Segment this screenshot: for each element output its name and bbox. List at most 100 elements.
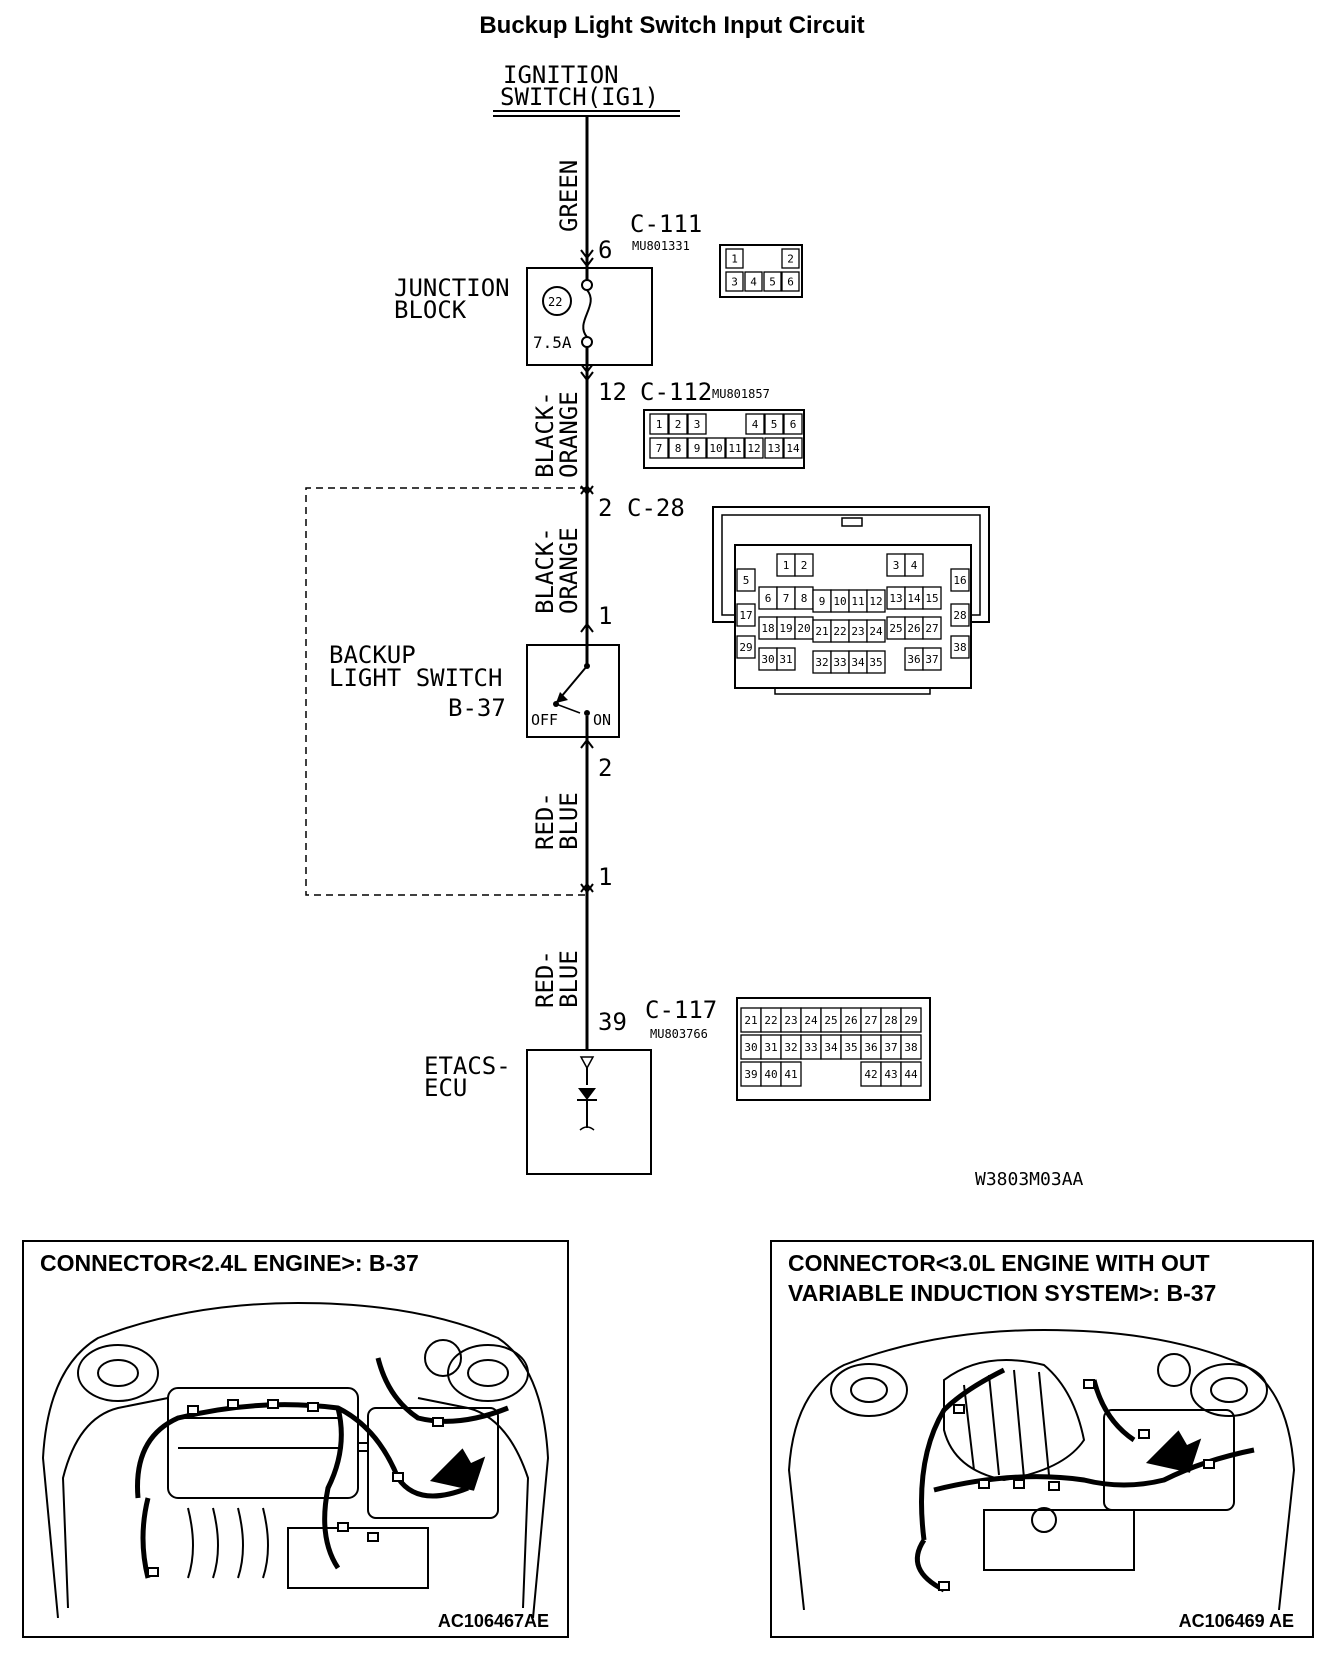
c28-pin-label: 16 [953, 574, 966, 587]
c112-pin-cell [649, 437, 669, 459]
c28-pin-label: 34 [851, 656, 865, 669]
c28-pin-label: 15 [925, 592, 938, 605]
c117-pin-label: 39 [744, 1068, 757, 1081]
c117-pin-label: 40 [764, 1068, 777, 1081]
c111-pin-cell [744, 271, 763, 292]
engine-bay-illustration-left [41, 1301, 550, 1618]
c112-pin-cell [764, 437, 784, 459]
c117-pin-label: 24 [804, 1014, 818, 1027]
c28-pin-label: 10 [833, 595, 846, 608]
c117-pin-label: 42 [864, 1068, 877, 1081]
panel-left-title-line1: CONNECTOR<2.4L ENGINE>: B-37 [40, 1250, 419, 1276]
panel-right-title-line2: VARIABLE INDUCTION SYSTEM>: B-37 [788, 1280, 1217, 1306]
c28-pin-label: 4 [911, 559, 918, 572]
wiring-diagram: IGNITION SWITCH(IG1) GREEN BLACK- ORANGE… [305, 61, 1084, 1190]
c112-pin-label: 6 [790, 418, 797, 431]
c112-pin-cell [706, 437, 726, 459]
switch-pin-bottom: 2 [598, 754, 612, 782]
c28-pin: 2 [598, 494, 612, 522]
c28-pin-label: 9 [819, 595, 826, 608]
panel-left-code: AC106467AE [437, 1611, 549, 1631]
switch-line2: LIGHT SWITCH [329, 664, 502, 692]
c28-pin-label: 5 [743, 574, 750, 587]
c112-pin-cell [764, 413, 784, 435]
diagram-reference: W3803M03AA [975, 1169, 1084, 1190]
c28-pin-label: 12 [869, 595, 882, 608]
wire-red-blue-2a: RED- [531, 950, 559, 1008]
panel-left-title: CONNECTOR<2.4L ENGINE>: B-37 [40, 1248, 419, 1278]
c112-pin-cell [668, 437, 688, 459]
c28-pin-label: 19 [779, 622, 792, 635]
c28-pin-cell [922, 647, 942, 671]
c28-pin-label: 33 [833, 656, 846, 669]
c111-pin-cell [763, 271, 782, 292]
c28-pin-label: 20 [797, 622, 810, 635]
c28-pin-cell [866, 650, 886, 674]
c28-pin-label: 13 [889, 592, 902, 605]
c117-pin-label: 28 [884, 1014, 897, 1027]
c28-pin-cell [950, 568, 970, 592]
c111-pin-cell [725, 271, 744, 292]
c112-pin-label: 9 [694, 442, 701, 455]
c112-part: MU801857 [712, 387, 770, 401]
ecu-line1: ETACS- [424, 1052, 511, 1080]
c28-pin-label: 17 [739, 609, 752, 622]
c111-id: C-111 [630, 210, 702, 238]
c111-pin-cell [725, 248, 744, 269]
switch-on: ON [593, 711, 611, 729]
c117-pin-cell [780, 1061, 802, 1087]
c117-pin-label: 44 [904, 1068, 918, 1081]
c28-pin-cell [904, 553, 924, 577]
switch-off: OFF [531, 711, 558, 729]
c117-pin-cell [900, 1061, 922, 1087]
c117-pin: 39 [598, 1008, 627, 1036]
c111-pin-label: 3 [731, 276, 738, 289]
c28-pin-label: 3 [893, 559, 900, 572]
c117-pin-label: 30 [744, 1041, 757, 1054]
c28-pin-label: 36 [907, 653, 920, 666]
c112-pin-label: 8 [675, 442, 682, 455]
c117-pin-label: 35 [844, 1041, 857, 1054]
c112-pin-label: 3 [694, 418, 701, 431]
switch-pin-top: 1 [598, 602, 612, 630]
c117-pin-cell [900, 1007, 922, 1033]
panel-right-title-line1: CONNECTOR<3.0L ENGINE WITH OUT [788, 1250, 1210, 1276]
c28-pin-label: 23 [851, 625, 864, 638]
c28-pin-label: 8 [801, 592, 808, 605]
c28-pin-cell [794, 553, 814, 577]
wire-red-blue-2b: BLUE [555, 950, 583, 1008]
c112-pin-cell [783, 437, 803, 459]
c111-pin-label: 4 [750, 276, 757, 289]
c28-pin-cell [736, 603, 756, 627]
wire-black-orange-2a: BLACK- [531, 527, 559, 614]
etacs-ecu [526, 1049, 652, 1175]
junction-line2: BLOCK [394, 296, 467, 324]
c111-pin-cell [781, 271, 800, 292]
switch-line1: BACKUP [329, 641, 416, 669]
c28-pin-label: 29 [739, 641, 752, 654]
c112-pin-label: 2 [675, 418, 682, 431]
c117-pin-label: 34 [824, 1041, 838, 1054]
c117-pin-label: 22 [764, 1014, 777, 1027]
c28-pin-cell [736, 635, 756, 659]
source-line2: SWITCH(IG1) [500, 83, 659, 111]
c28-pin-label: 6 [765, 592, 772, 605]
diagram-title: Buckup Light Switch Input Circuit [479, 12, 865, 39]
bottom-pin: 1 [598, 863, 612, 891]
c111-pin-label: 5 [769, 276, 776, 289]
c112-pin-label: 11 [728, 442, 741, 455]
c28-id: C-28 [627, 494, 685, 522]
switch-id: B-37 [448, 694, 506, 722]
connector-arrows [580, 249, 594, 894]
c112-pin-label: 1 [656, 418, 663, 431]
c112-pin-cell [783, 413, 803, 435]
c28-pin-label: 32 [815, 656, 828, 669]
c28-pin-label: 11 [851, 595, 864, 608]
c111-pin-label: 6 [787, 276, 794, 289]
backup-light-switch: OFF ON [526, 644, 620, 738]
switch-harness-boundary [305, 487, 587, 896]
c117-part: MU803766 [650, 1027, 708, 1041]
c28-pin-label: 1 [783, 559, 790, 572]
panel-right-code: AC106469 AE [1178, 1611, 1294, 1631]
